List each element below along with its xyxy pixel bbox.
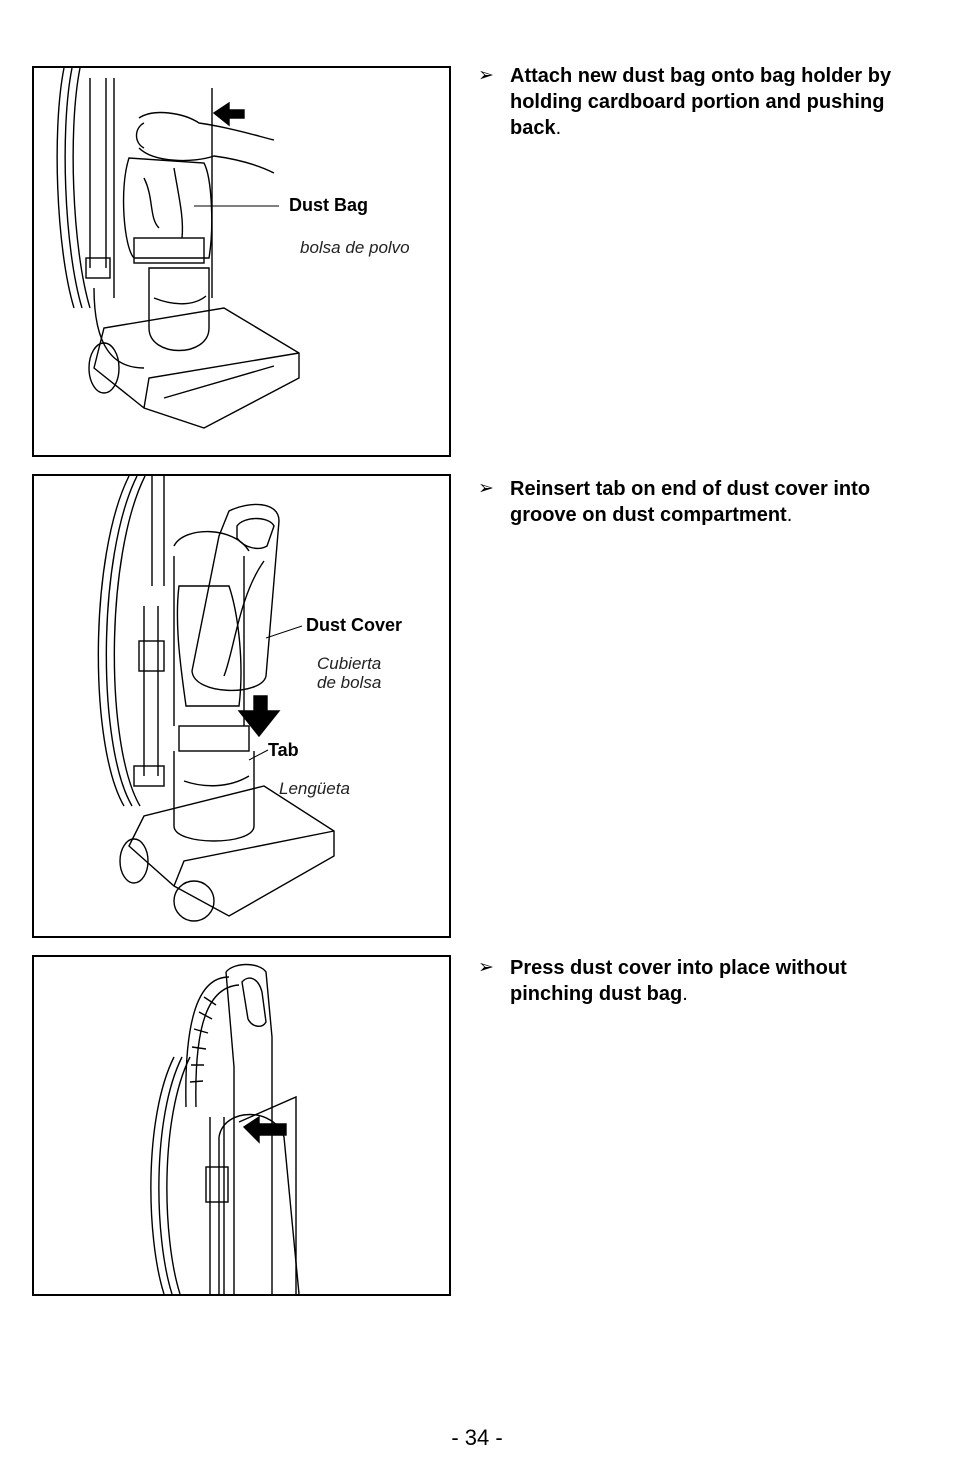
bullet-arrow-icon: ➢ (478, 957, 494, 978)
figure-attach-dust-bag: Dust Bag bolsa de polvo (32, 66, 451, 457)
dust-cover-label-spanish-2: de bolsa (317, 673, 382, 692)
page-number: - 34 - (451, 1425, 503, 1450)
dust-bag-label-spanish: bolsa de polvo (300, 238, 410, 257)
step-2-text: Reinsert tab on end of dust cover into g… (510, 478, 871, 526)
tab-label-spanish: Lengüeta (279, 779, 350, 798)
vacuum-dust-cover-illustration (97, 476, 335, 922)
step-3-text: Press dust cover into place without pinc… (510, 957, 847, 1005)
step-1-period: . (555, 117, 562, 139)
step-3-period: . (682, 983, 688, 1005)
tab-label: Tab (268, 740, 299, 760)
figure-reinsert-tab: Dust Cover Cubierta de bolsa Tab Lengüet… (32, 474, 451, 938)
vacuum-press-cover-illustration (150, 963, 300, 1294)
dust-cover-label: Dust Cover (306, 615, 403, 635)
bullet-arrow-icon: ➢ (478, 478, 494, 499)
vacuum-bag-illustration (56, 68, 300, 429)
step-1-text: Attach new dust bag onto bag holder by h… (510, 65, 892, 139)
figure-press-dust-cover (32, 955, 451, 1296)
bullet-arrow-icon: ➢ (478, 65, 494, 86)
dust-cover-label-spanish-1: Cubierta (317, 654, 382, 673)
step-2-period: . (786, 504, 793, 526)
dust-bag-label: Dust Bag (289, 195, 369, 215)
